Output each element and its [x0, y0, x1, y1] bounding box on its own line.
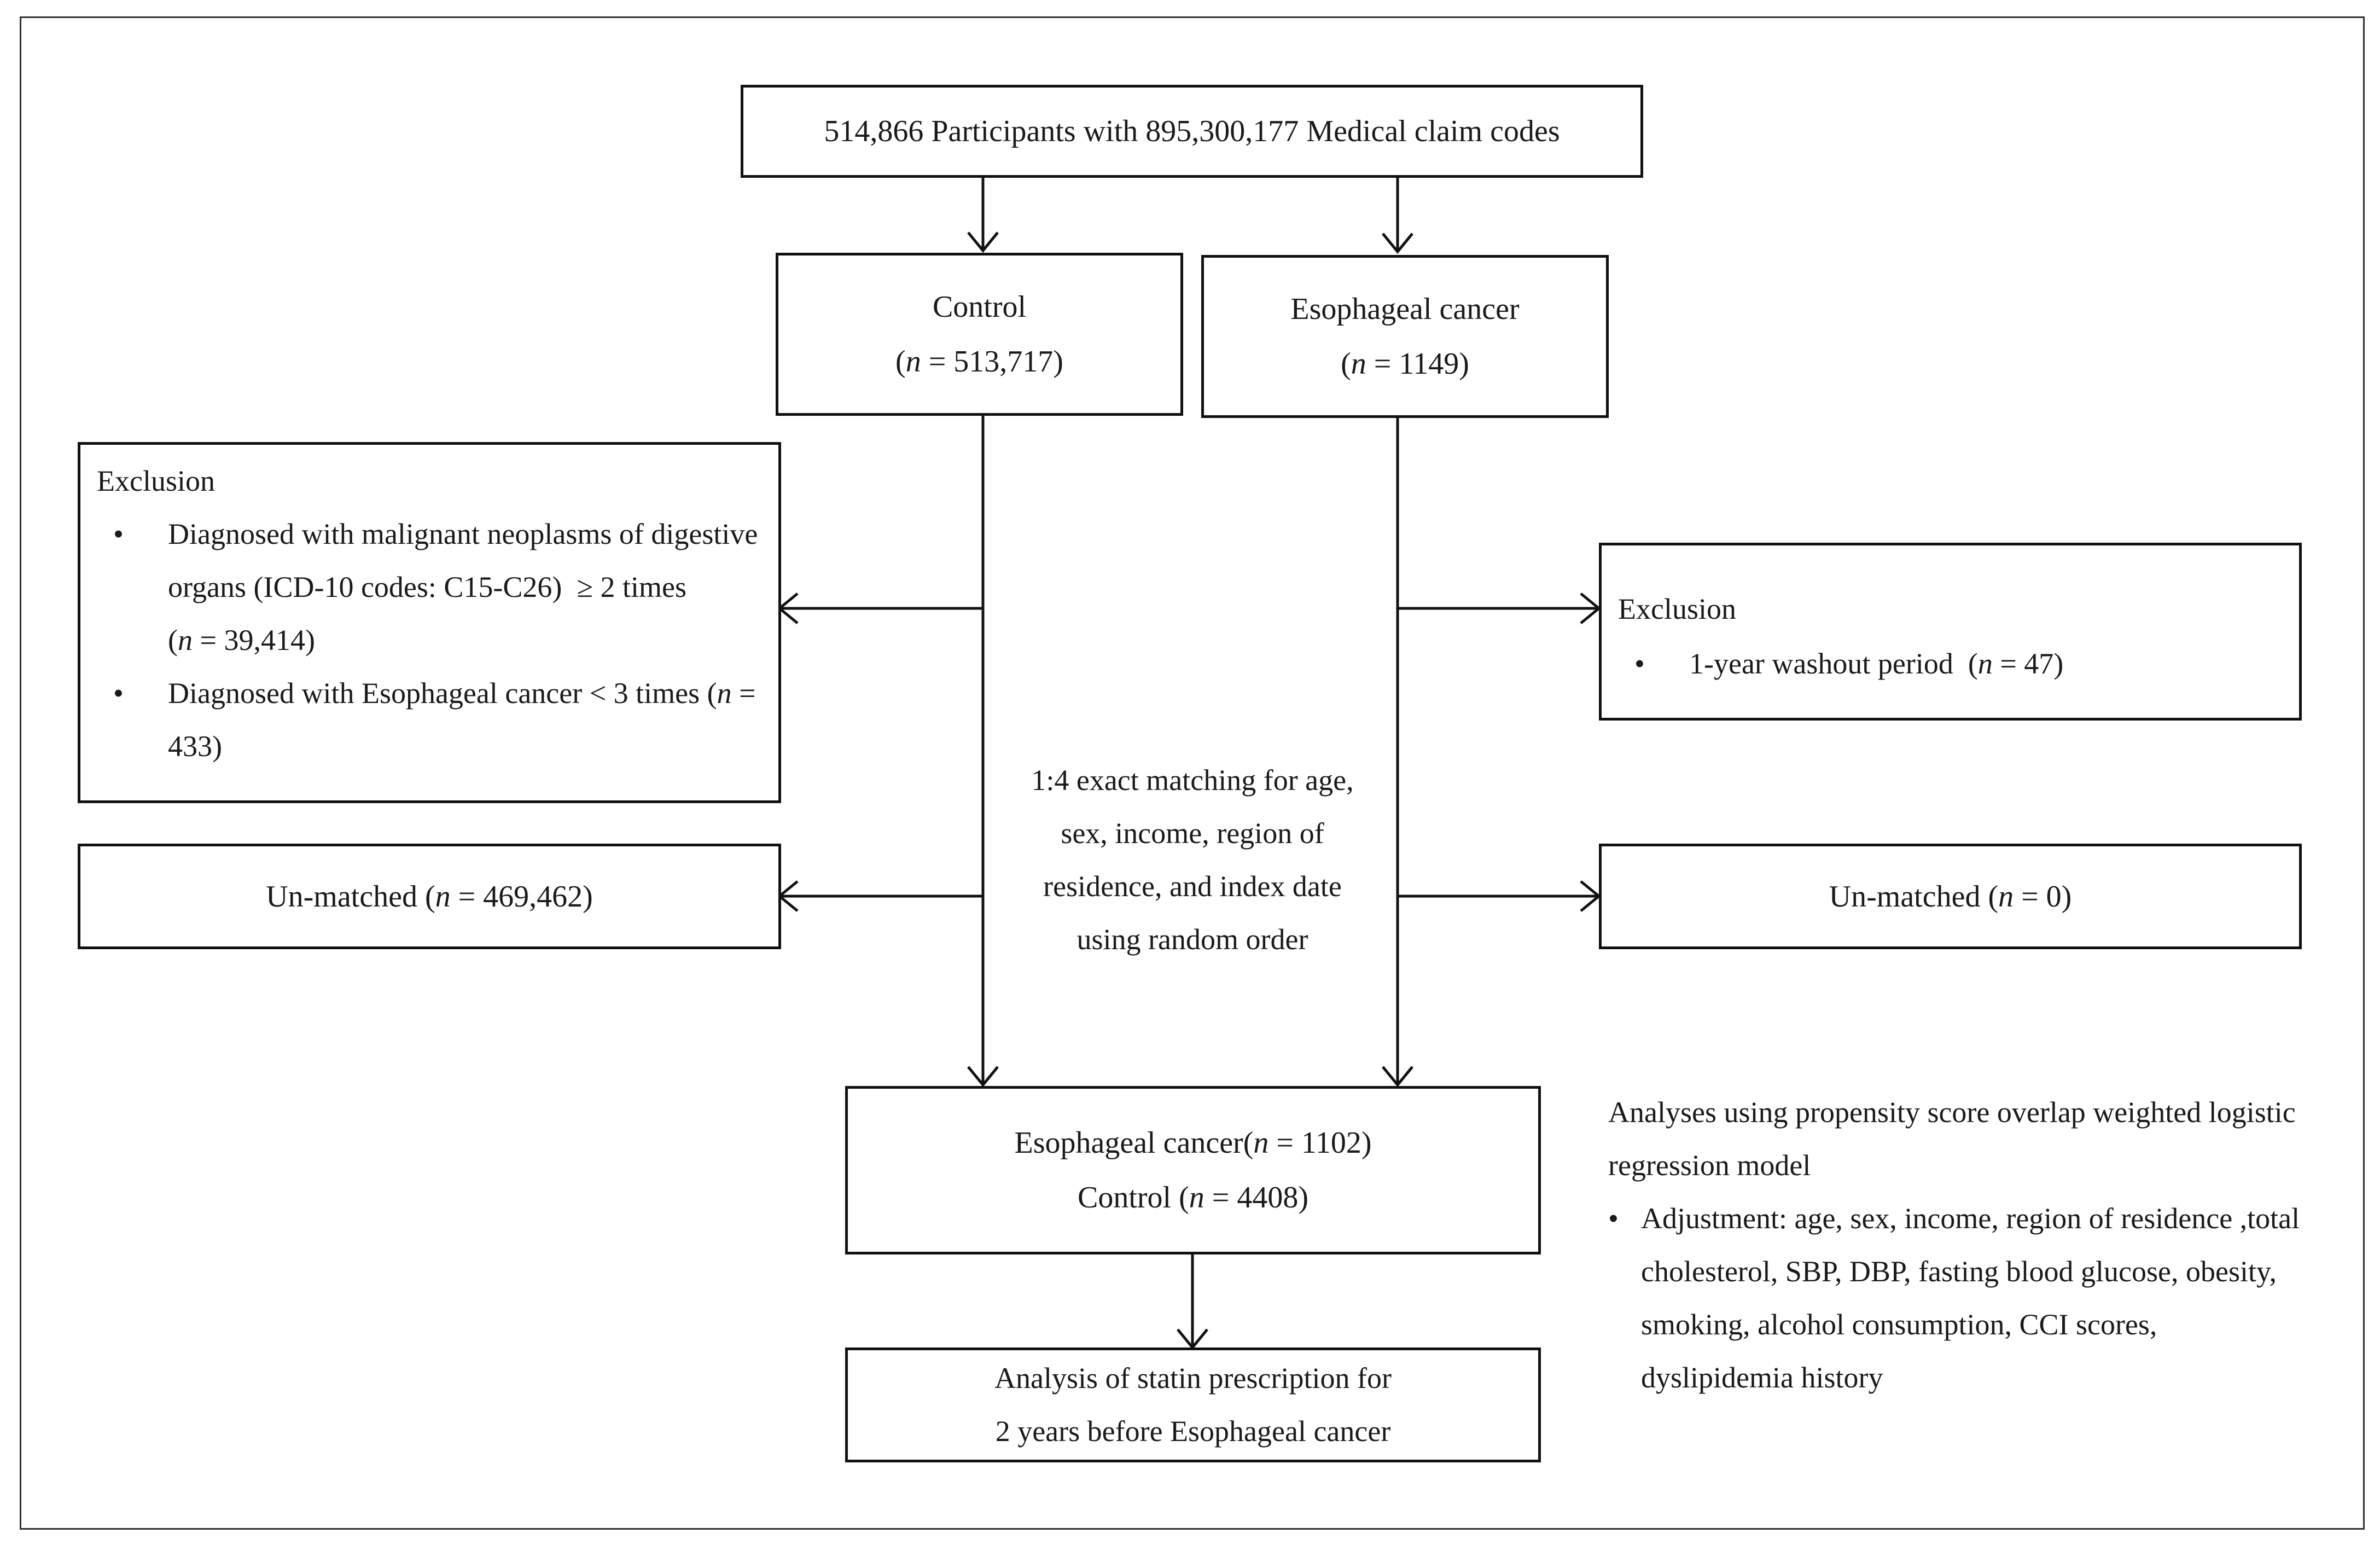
analysis-box: Analysis of statin prescription for 2 ye… [845, 1347, 1541, 1462]
bullet-icon: • [1608, 1202, 1619, 1235]
matching-line-1: 1:4 exact matching for age, [1031, 764, 1354, 797]
claim-code-label: Medical claim codes [1299, 114, 1560, 148]
participants-text: 514,866 Participants with 895,300,177 Me… [824, 104, 1559, 159]
esophageal-box: Esophageal cancer (n = 1149) [1201, 255, 1609, 418]
exclusion-right-title: Exclusion [1618, 593, 1736, 625]
unmatched-right-text: Un-matched (n = 0) [1829, 879, 2072, 914]
participants-label: Participants with [923, 114, 1146, 148]
matched-cohort-box: Esophageal cancer(n = 1102) Control (n =… [845, 1086, 1541, 1254]
control-count: (n = 513,717) [895, 345, 1063, 379]
participants-count: 514,866 [824, 114, 924, 148]
arrowhead-control-matched [967, 1066, 999, 1087]
exclusion-left-item-1: • Diagnosed with malignant neoplasms of … [97, 508, 778, 667]
esophageal-title: Esophageal cancer [1290, 292, 1520, 326]
arrowhead-control [967, 231, 999, 253]
exclusion-right-item: • 1-year washout period (n = 47) [1618, 637, 2299, 690]
matching-line-4: using random order [1076, 923, 1308, 956]
exclusion-left-item-2: • Diagnosed with Esophageal cancer < 3 t… [97, 667, 778, 773]
unmatched-left-text: Un-matched (n = 469,462) [266, 879, 593, 914]
control-box: Control (n = 513,717) [776, 253, 1183, 416]
note-adjustment-item: • Adjustment: age, sex, income, region o… [1608, 1192, 2336, 1404]
bullet-icon: • [113, 677, 124, 710]
esophageal-count: (n = 1149) [1341, 347, 1469, 381]
matching-criteria: 1:4 exact matching for age, sex, income,… [1001, 754, 1384, 966]
note-line-2: regression model [1608, 1149, 1811, 1182]
bullet-icon: • [113, 518, 124, 550]
arrowhead-esophageal [1382, 233, 1413, 254]
matching-line-3: residence, and index date [1043, 870, 1342, 903]
note-line-1: Analyses using propensity score overlap … [1608, 1096, 2296, 1129]
analysis-line-2: 2 years before Esophageal cancer [995, 1415, 1391, 1448]
participants-box: 514,866 Participants with 895,300,177 Me… [741, 85, 1643, 178]
unmatched-left-box: Un-matched (n = 469,462) [78, 844, 781, 949]
exclusion-right-box: Exclusion • 1-year washout period (n = 4… [1599, 543, 2302, 721]
exclusion-left-title: Exclusion [97, 464, 215, 497]
control-title: Control [932, 290, 1027, 324]
exclusion-left-list: • Diagnosed with malignant neoplasms of … [97, 508, 778, 773]
matched-esophageal: Esophageal cancer(n = 1102) [1014, 1126, 1372, 1160]
analysis-line-1: Analysis of statin prescription for [994, 1362, 1392, 1395]
bullet-icon: • [1634, 647, 1645, 680]
exclusion-left-box: Exclusion • Diagnosed with malignant neo… [78, 442, 781, 803]
exclusion-right-list: • 1-year washout period (n = 47) [1618, 637, 2299, 690]
analysis-method-note: Analyses using propensity score overlap … [1608, 1086, 2336, 1404]
matching-line-2: sex, income, region of [1061, 817, 1324, 850]
claim-code-count: 895,300,177 [1145, 114, 1299, 148]
matched-control: Control (n = 4408) [1078, 1181, 1308, 1215]
arrowhead-esophageal-matched [1382, 1066, 1413, 1087]
figure-frame [20, 16, 2365, 1530]
unmatched-right-box: Un-matched (n = 0) [1599, 844, 2302, 949]
